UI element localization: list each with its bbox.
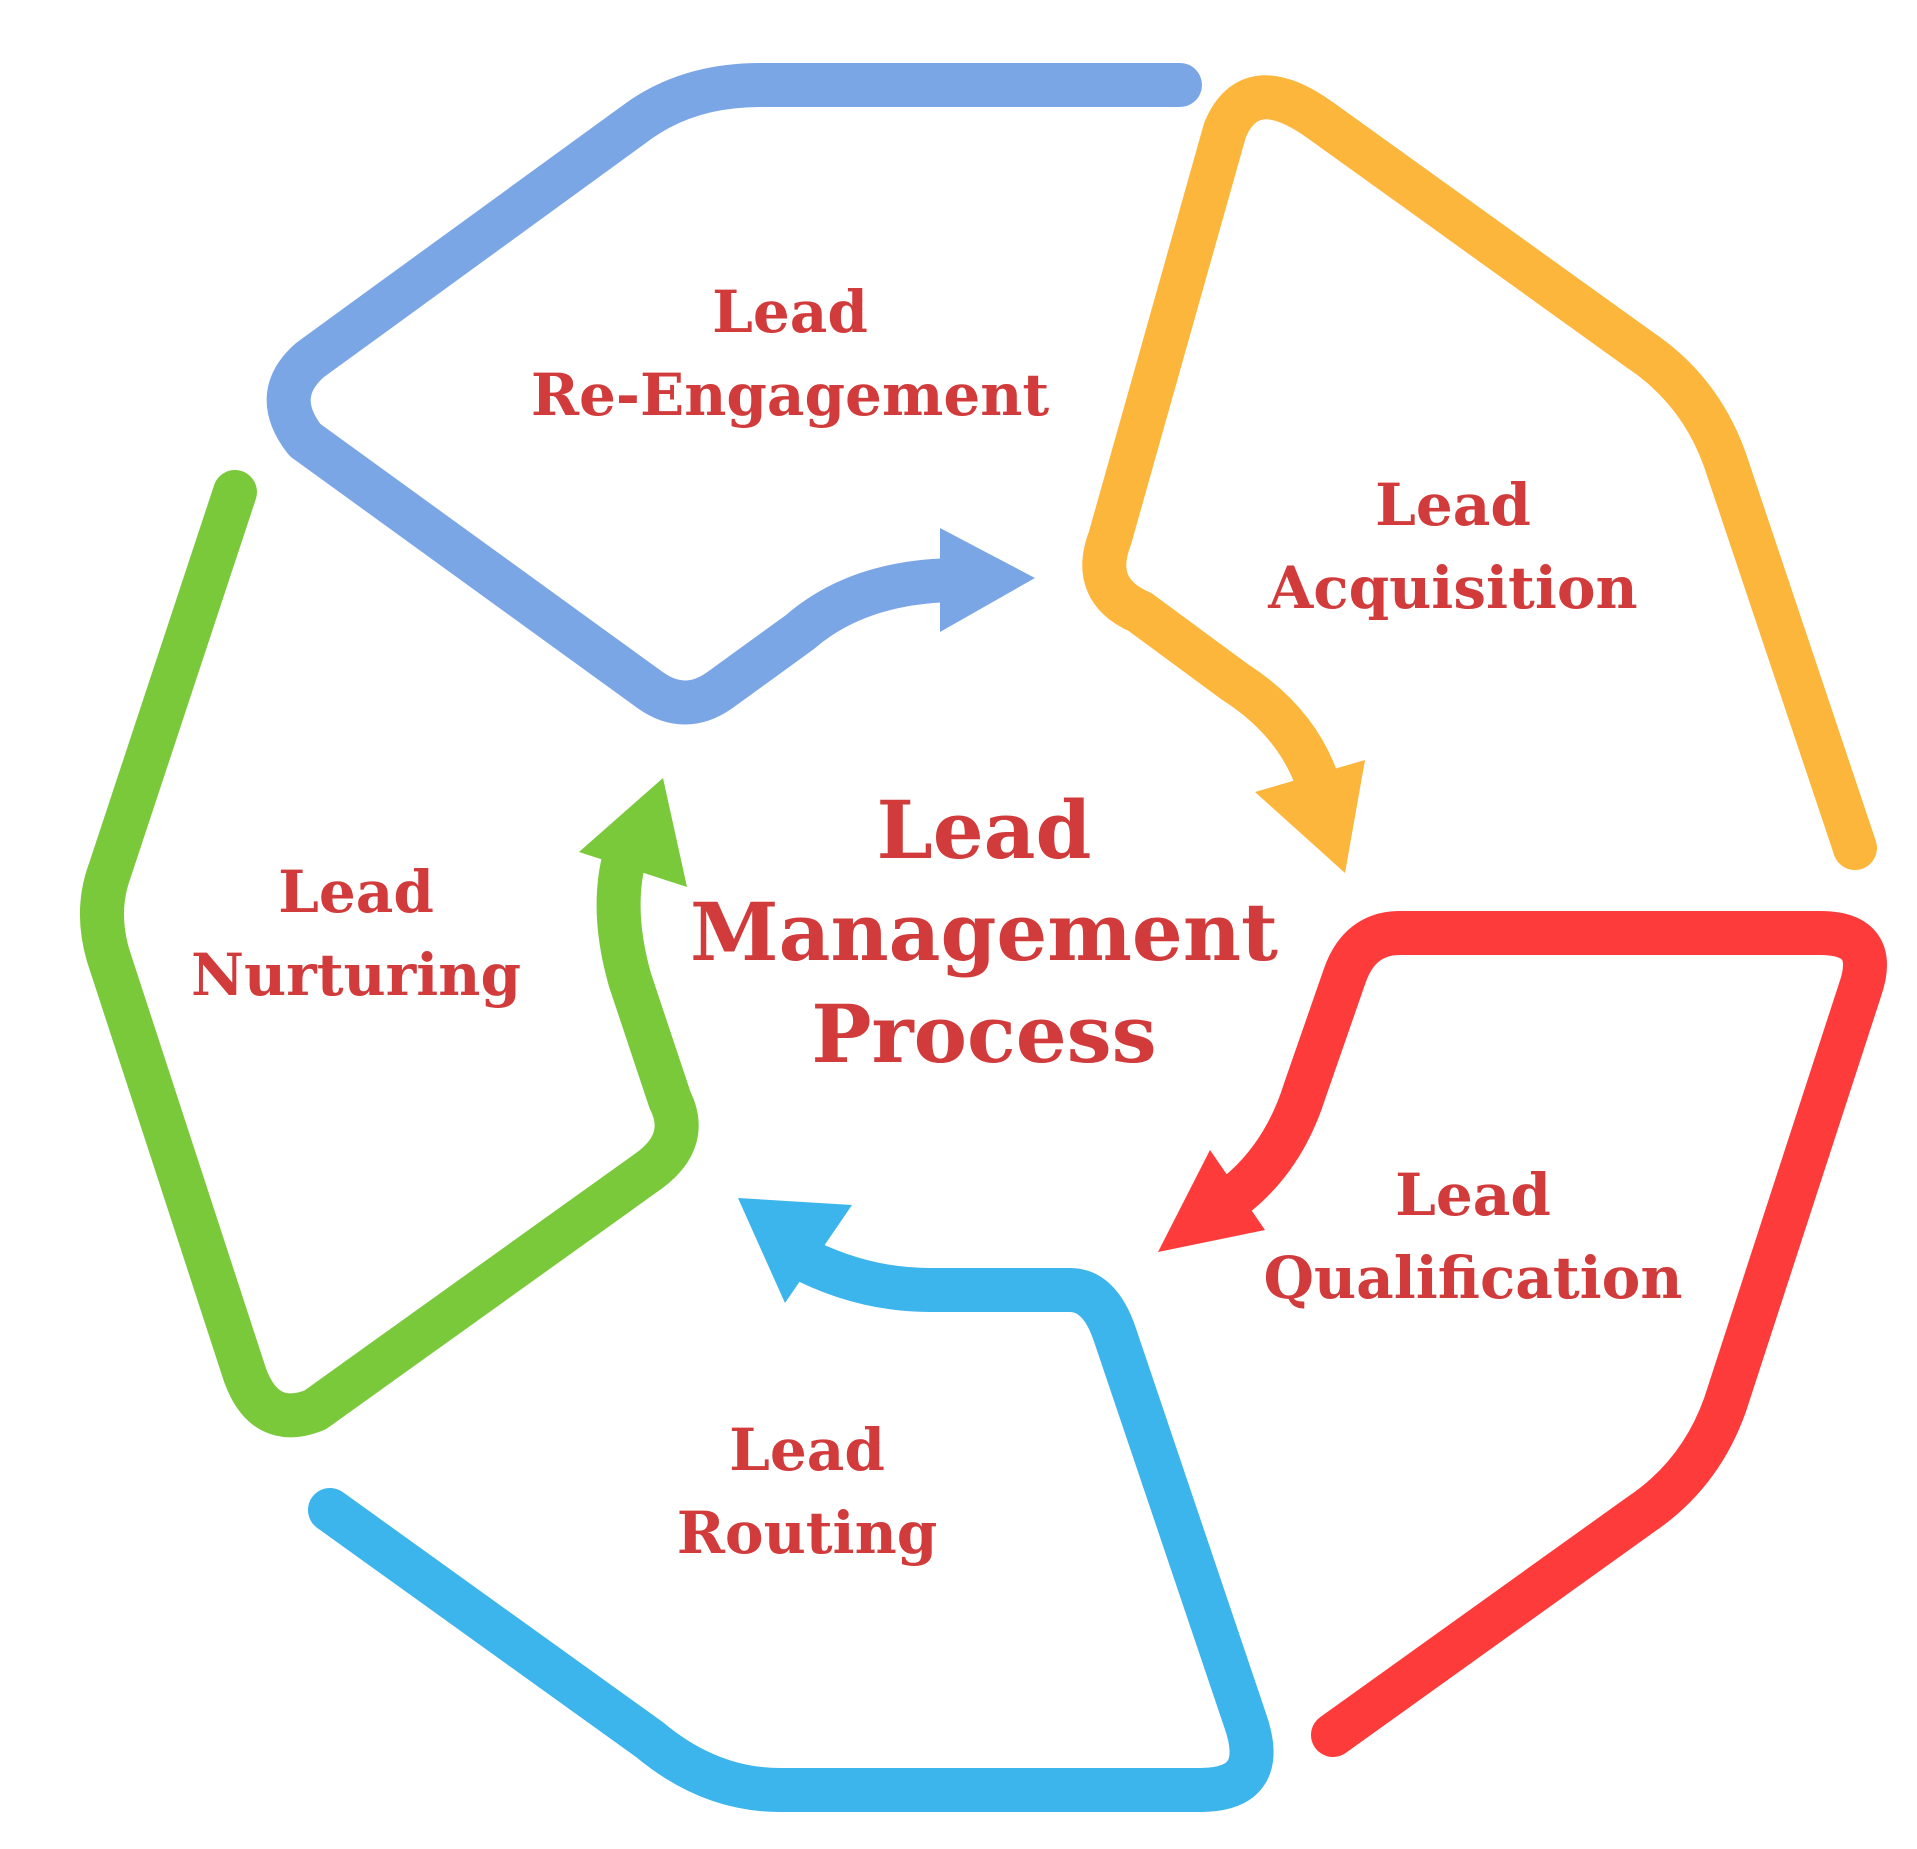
svg-text:Lead: Lead xyxy=(729,1416,885,1484)
label-line: Qualification xyxy=(1263,1244,1682,1312)
stage-label-nurturing: Lead Nurturing xyxy=(191,858,521,1009)
stage-label-routing: Lead Routing xyxy=(677,1416,938,1567)
nurturing-arrow xyxy=(80,470,699,1438)
label-line: Routing xyxy=(677,1499,938,1567)
center-title-line: Management xyxy=(690,885,1278,979)
svg-text:Nurturing: Nurturing xyxy=(191,941,521,1009)
center-title: Lead Management Process xyxy=(690,783,1278,1081)
label-line: Nurturing xyxy=(191,941,521,1009)
svg-text:Routing: Routing xyxy=(677,1499,938,1567)
svg-text:Lead: Lead xyxy=(1375,471,1531,539)
label-line: Lead xyxy=(712,278,868,346)
label-line: Lead xyxy=(729,1416,885,1484)
center-title-line: Process xyxy=(811,987,1156,1081)
label-line: Lead xyxy=(1395,1161,1551,1229)
re-engagement-arrow xyxy=(266,63,1202,725)
label-line: Re-Engagement xyxy=(531,361,1050,429)
svg-text:Qualification: Qualification xyxy=(1263,1244,1682,1312)
acquisition-arrow xyxy=(1082,75,1877,873)
svg-text:Lead: Lead xyxy=(877,783,1092,877)
center-title-line: Lead xyxy=(877,783,1092,877)
svg-text:Lead: Lead xyxy=(712,278,868,346)
routing-arrow xyxy=(308,1198,1274,1812)
label-line: Lead xyxy=(1375,471,1531,539)
qualification-arrow xyxy=(1158,911,1887,1757)
stage-label-re-engagement: Lead Re-Engagement xyxy=(531,278,1050,429)
label-line: Acquisition xyxy=(1267,554,1637,622)
svg-text:Lead: Lead xyxy=(278,858,434,926)
svg-text:Acquisition: Acquisition xyxy=(1267,554,1637,622)
svg-text:Process: Process xyxy=(811,987,1156,1081)
svg-text:Management: Management xyxy=(690,885,1278,979)
svg-text:Re-Engagement: Re-Engagement xyxy=(531,361,1050,429)
stage-label-acquisition: Lead Acquisition xyxy=(1267,471,1637,622)
label-line: Lead xyxy=(278,858,434,926)
svg-text:Lead: Lead xyxy=(1395,1161,1551,1229)
stage-label-qualification: Lead Qualification xyxy=(1263,1161,1682,1312)
